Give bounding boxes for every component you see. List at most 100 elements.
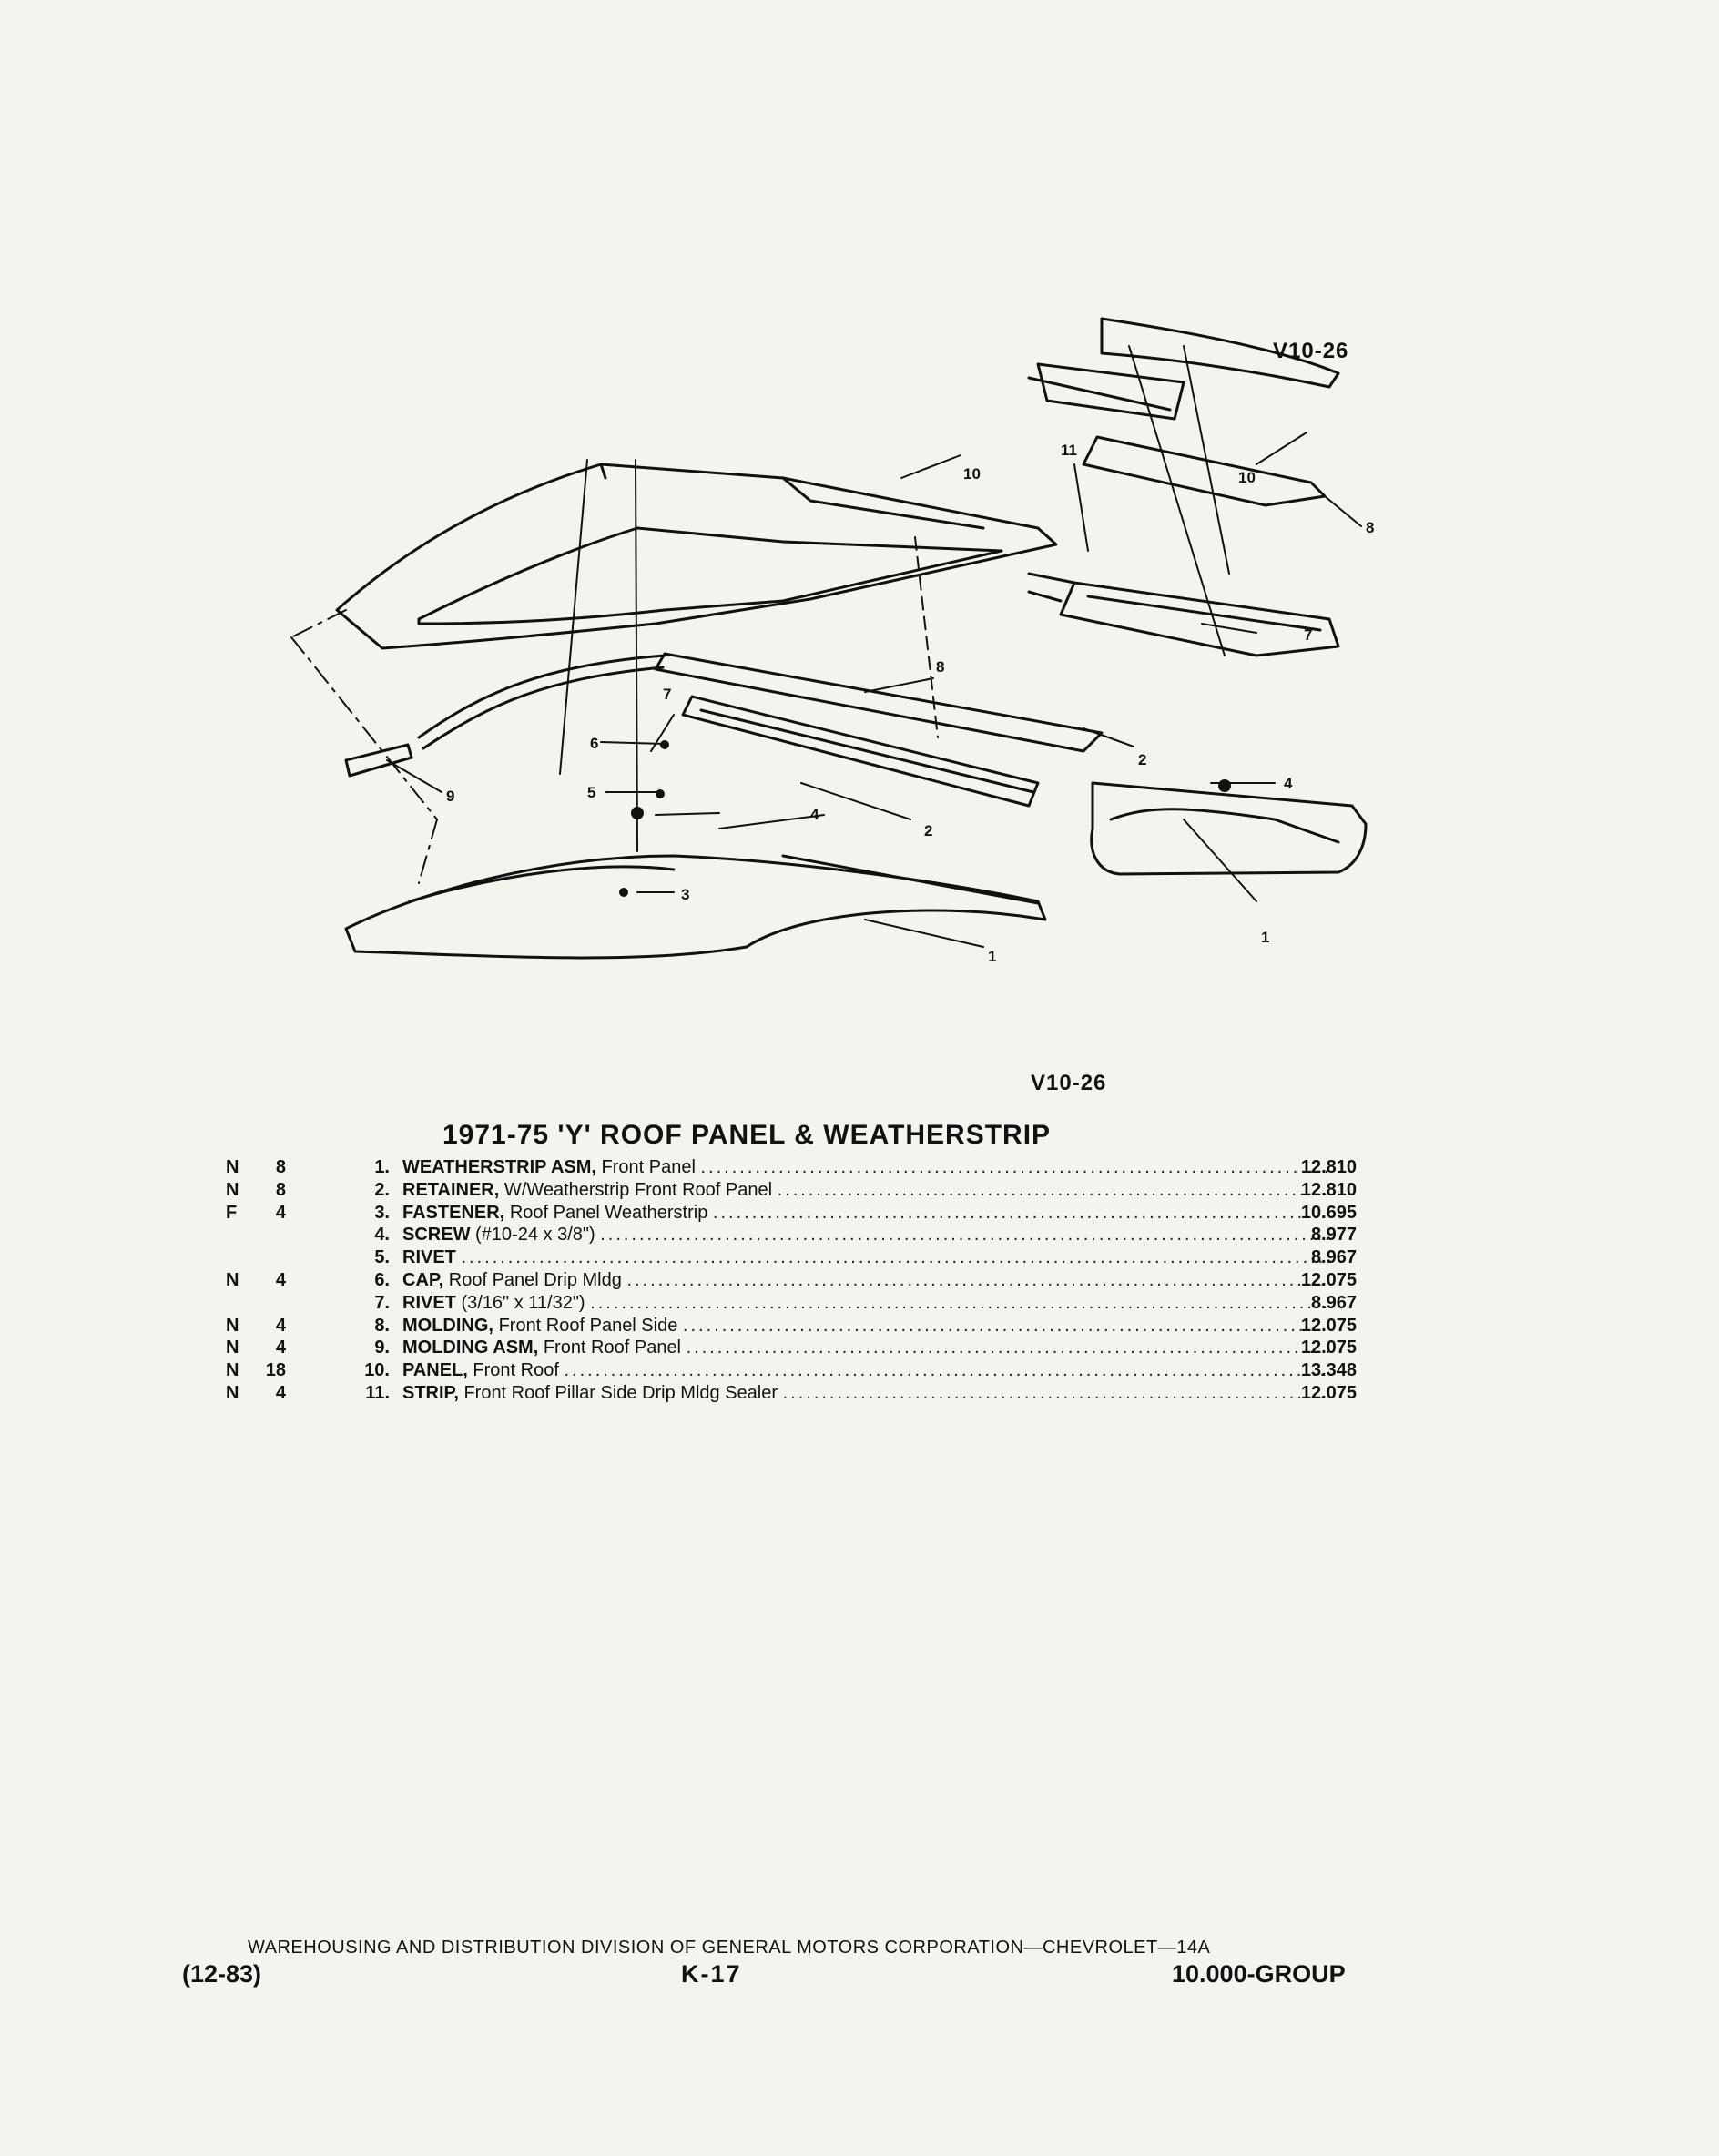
parts-row: 7. RIVET (3/16" x 11/32") ..............…: [219, 1292, 1393, 1315]
part-description: (3/16" x 11/32"): [461, 1292, 585, 1313]
part-name: CAP,: [402, 1269, 444, 1290]
roof-panel-window: [417, 526, 1003, 625]
part-number: 4.: [374, 1225, 390, 1246]
part-description: (#10-24 x 3/8"): [475, 1225, 595, 1246]
callout-label: 3: [681, 886, 689, 903]
part-code: N: [226, 1360, 239, 1381]
part-number: 6.: [374, 1269, 390, 1290]
callout-label: 11: [1061, 442, 1077, 459]
part-name: FASTENER,: [402, 1202, 505, 1223]
diagram-reference-code-bottom: V10-26: [1031, 1071, 1107, 1095]
retainer: [681, 695, 1040, 808]
parts-row: N 8 1. WEATHERSTRIP ASM, Front Panel ...…: [226, 1157, 1357, 1177]
part-number: 11.: [365, 1382, 390, 1403]
parts-row: N 18 10. PANEL, Front Roof .............…: [226, 1360, 1357, 1381]
part-number: 1.: [374, 1157, 390, 1177]
weatherstrip: [344, 854, 1047, 960]
part-name: MOLDING ASM,: [402, 1337, 539, 1358]
parts-row: 4. SCREW (#10-24 x 3/8") ...............…: [219, 1224, 1393, 1246]
part-quantity: 4: [275, 1202, 286, 1223]
roof-panel-outline: [335, 463, 1058, 650]
part-name: WEATHERSTRIP ASM,: [402, 1157, 596, 1177]
callout-label: 9: [446, 788, 454, 805]
part-description: Front Roof: [473, 1360, 559, 1381]
part-code: N: [226, 1337, 239, 1358]
part-description: Front Panel: [601, 1157, 696, 1177]
part-group-number: 12.810: [1300, 1157, 1357, 1177]
side-molding: [654, 652, 1104, 753]
diagram-reference-code: V10-26: [1273, 339, 1349, 363]
callout-label: 1: [988, 948, 996, 965]
part-description: Front Roof Pillar Side Drip Mldg Sealer: [463, 1382, 778, 1403]
parts-row: N 4 11. STRIP, Front Roof Pillar Side Dr…: [226, 1382, 1357, 1403]
parts-list: N 8 1. WEATHERSTRIP ASM, Front Panel ...…: [219, 1156, 1393, 1405]
footer-group: 10.000-GROUP: [1172, 1960, 1346, 1988]
part-description: Front Roof Panel Side: [498, 1315, 678, 1336]
part-quantity: 8: [275, 1179, 286, 1200]
part-number: 9.: [374, 1337, 390, 1358]
callout-label: 8: [1366, 519, 1374, 536]
part-code: N: [226, 1179, 239, 1200]
part-number: 5.: [374, 1247, 390, 1268]
part-description: W/Weatherstrip Front Roof Panel: [503, 1179, 773, 1200]
parts-row: F 4 3. FASTENER, Roof Panel Weatherstrip…: [226, 1202, 1357, 1223]
part-number: 8.: [374, 1315, 390, 1336]
part-code: N: [226, 1382, 239, 1403]
part-description: Front Roof Panel: [543, 1337, 682, 1358]
part-number: 2.: [374, 1179, 390, 1200]
part-name: RETAINER,: [402, 1179, 500, 1200]
part-code: F: [226, 1202, 238, 1223]
part-name: RIVET: [402, 1292, 456, 1313]
part-code: N: [226, 1315, 239, 1336]
callout-label: 10: [963, 465, 981, 483]
parts-row: N 4 6. CAP, Roof Panel Drip Mldg .......…: [226, 1269, 1357, 1290]
callout-label: 7: [663, 686, 671, 703]
callout-label: 2: [1138, 751, 1146, 768]
part-quantity: 18: [265, 1360, 286, 1381]
callout-label: 6: [590, 735, 598, 752]
part-number: 3.: [374, 1202, 390, 1223]
callout-label: 4: [1284, 775, 1293, 792]
part-name: SCREW: [402, 1225, 471, 1246]
detail-retainer: [1059, 581, 1340, 657]
callout-label: 8: [936, 658, 944, 676]
part-quantity: 4: [275, 1269, 286, 1290]
parts-row: N 4 8. MOLDING, Front Roof Panel Side ..…: [226, 1315, 1357, 1336]
part-quantity: 8: [275, 1157, 286, 1177]
part-number: 7.: [374, 1292, 390, 1313]
part-description: Roof Panel Drip Mldg: [448, 1269, 622, 1290]
part-group-number: 12.075: [1300, 1269, 1357, 1290]
part-quantity: 4: [275, 1337, 286, 1358]
part-group-number: 12.075: [1300, 1337, 1357, 1358]
part-name: PANEL,: [402, 1360, 468, 1381]
part-group-number: 12.075: [1300, 1315, 1357, 1336]
part-quantity: 4: [275, 1382, 286, 1403]
part-description: Roof Panel Weatherstrip: [509, 1202, 708, 1223]
part-code: N: [226, 1269, 239, 1290]
part-name: RIVET: [402, 1247, 456, 1268]
parts-row: 5. RIVET ...............................…: [219, 1246, 1393, 1269]
part-group-number: 12.810: [1300, 1179, 1357, 1200]
footer-page-number: K-17: [681, 1960, 742, 1988]
part-name: STRIP,: [402, 1382, 459, 1403]
detail-molding: [1082, 435, 1327, 507]
detail-weatherstrip: [1090, 781, 1368, 876]
part-group-number: 8.967: [1310, 1247, 1357, 1268]
callout-label: 2: [924, 822, 932, 839]
callout-label: 1: [1261, 929, 1269, 946]
parts-table-title: 1971-75 'Y' ROOF PANEL & WEATHERSTRIP: [442, 1120, 1052, 1150]
part-quantity: 4: [275, 1315, 286, 1336]
exploded-parts-diagram: 10 8 7 6 5 4 2 9 3 1 11 10 8 7 2 4 1: [290, 317, 1374, 965]
part-group-number: 13.348: [1300, 1360, 1357, 1381]
part-name: MOLDING,: [402, 1315, 493, 1336]
callout-label: 7: [1304, 626, 1312, 644]
parts-row: N 4 9. MOLDING ASM, Front Roof Panel ...…: [226, 1337, 1357, 1358]
parts-row: N 8 2. RETAINER, W/Weatherstrip Front Ro…: [226, 1179, 1357, 1200]
part-group-number: 8.977: [1310, 1225, 1357, 1246]
footer-date: (12-83): [182, 1960, 262, 1988]
part-group-number: 10.695: [1300, 1202, 1357, 1223]
molding-asm: [344, 743, 413, 778]
detail-roof-panel: [1100, 317, 1340, 389]
part-group-number: 12.075: [1300, 1382, 1357, 1403]
part-group-number: 8.967: [1310, 1292, 1357, 1313]
